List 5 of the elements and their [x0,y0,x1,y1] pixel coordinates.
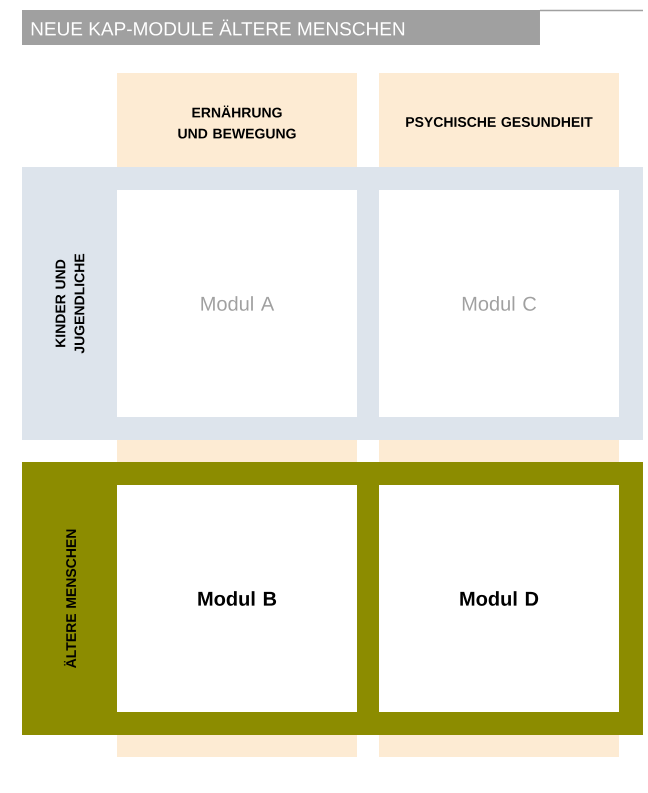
module-box: Modul D [379,485,619,712]
module-box: Modul C [379,190,619,417]
module-box: Modul B [117,485,357,712]
module-box: Modul A [117,190,357,417]
title-bar: NEUE KAP-MODULE ÄLTERE MENSCHEN [22,10,643,45]
